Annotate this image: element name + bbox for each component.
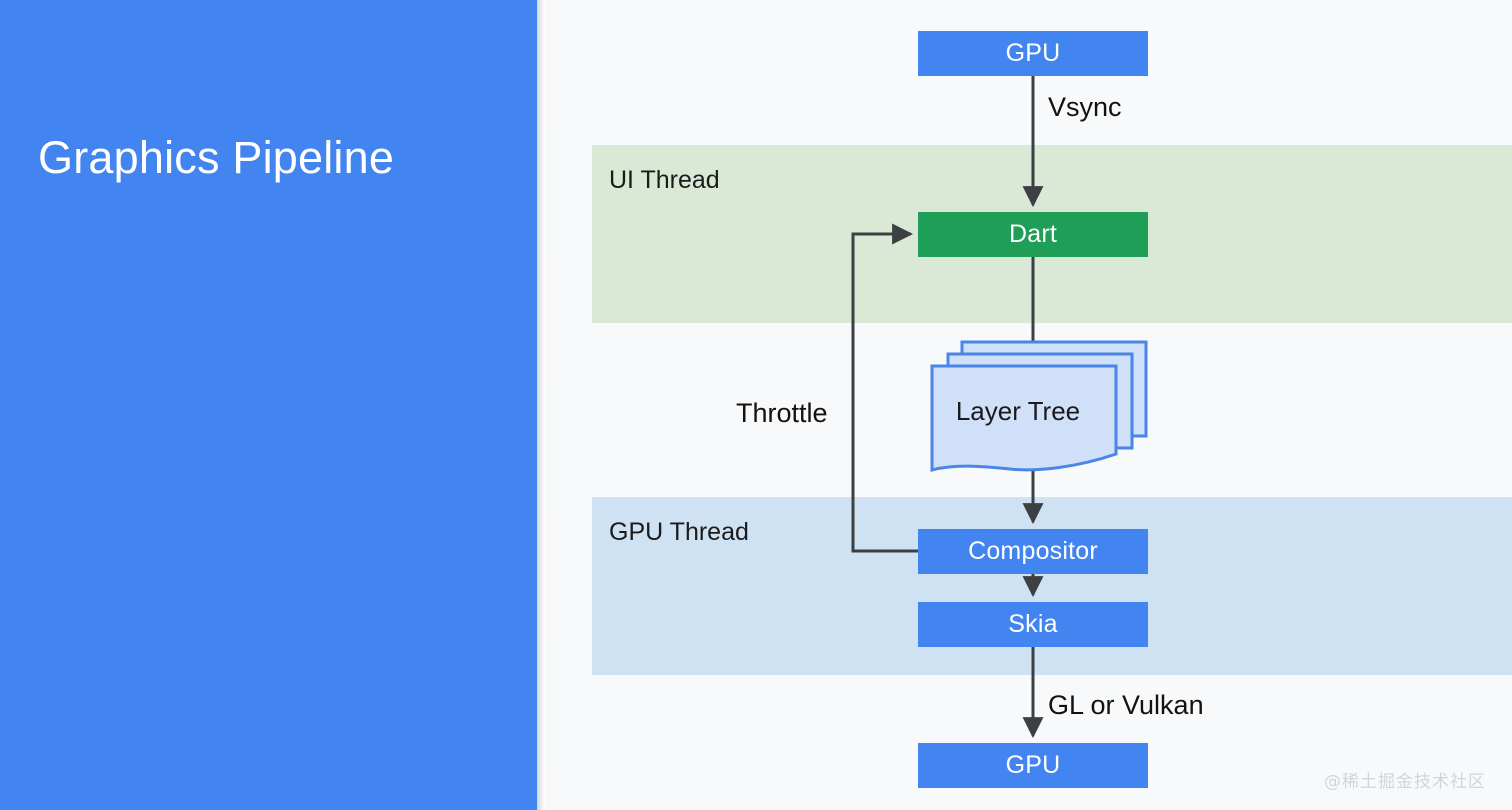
page-title: Graphics Pipeline bbox=[38, 132, 395, 183]
node-gpu-bottom[interactable]: GPU bbox=[918, 743, 1148, 788]
node-dart[interactable]: Dart bbox=[918, 212, 1148, 257]
edge-label-gl-or-vulkan: GL or Vulkan bbox=[1048, 690, 1204, 720]
node-compositor[interactable]: Compositor bbox=[918, 529, 1148, 574]
layer-tree-shape bbox=[930, 340, 1148, 472]
node-layer-tree[interactable]: Layer Tree bbox=[918, 336, 1154, 478]
edge-label-vsync: Vsync bbox=[1048, 92, 1122, 122]
node-layer-tree-label: Layer Tree bbox=[955, 396, 1081, 426]
edge-label-throttle: Throttle bbox=[736, 398, 828, 428]
node-skia[interactable]: Skia bbox=[918, 602, 1148, 647]
swimlane-gpu-thread-label: GPU Thread bbox=[609, 518, 749, 546]
title-panel-edge-shadow bbox=[537, 0, 545, 810]
watermark: @稀土掘金技术社区 bbox=[1324, 772, 1486, 792]
title-panel bbox=[0, 0, 537, 810]
node-gpu-top[interactable]: GPU bbox=[918, 31, 1148, 76]
layer-sheet-front bbox=[930, 364, 1118, 472]
swimlane-ui-thread-label: UI Thread bbox=[609, 166, 720, 194]
diagram-canvas: UI Thread GPU Thread GPU Dart bbox=[545, 0, 1512, 810]
